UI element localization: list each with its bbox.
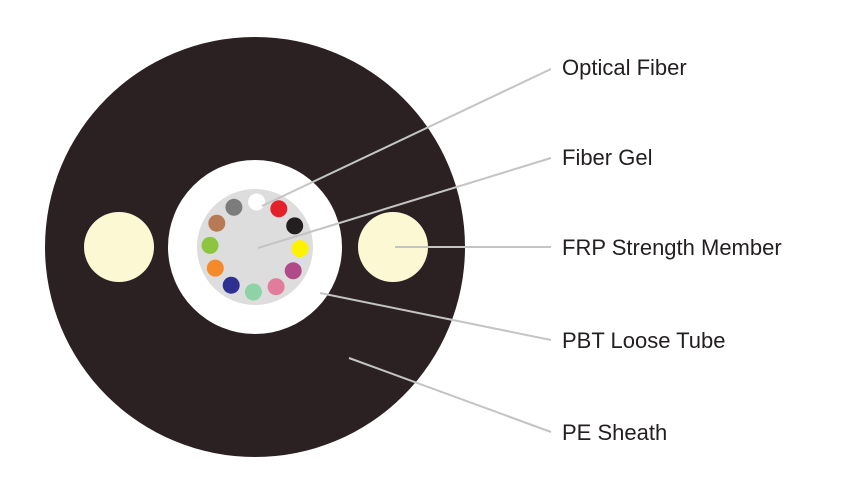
optical-fiber-violet [284,262,302,280]
leader-line-pbt-loose-tube [319,292,552,341]
leader-lines [257,68,552,433]
optical-fiber-aqua [244,283,262,301]
label-pe-sheath: PE Sheath [562,420,668,445]
optical-fiber-white [248,193,266,211]
leader-line-optical-fiber [261,68,552,207]
optical-fiber-blue [222,276,240,294]
optical-fibers [201,193,309,301]
label-pbt-loose-tube: PBT Loose Tube [562,328,726,353]
optical-fiber-green [201,236,219,254]
leader-line-pe-sheath [348,357,552,433]
frp-strength-member-right [358,212,428,282]
leader-line-fiber-gel [257,157,552,249]
optical-fiber-red [270,200,288,218]
optical-fiber-black [286,217,304,235]
optical-fiber-rose [267,278,285,296]
label-fiber-gel: Fiber Gel [562,145,653,170]
label-optical-fiber: Optical Fiber [562,55,687,80]
optical-fiber-yellow [291,240,309,258]
optical-fiber-slate [225,198,243,216]
fiber-gel [197,189,313,305]
optical-fiber-brown [208,214,226,232]
label-frp-strength-member: FRP Strength Member [562,235,782,260]
optical-fiber-orange [206,259,224,277]
frp-strength-member-left [84,212,154,282]
